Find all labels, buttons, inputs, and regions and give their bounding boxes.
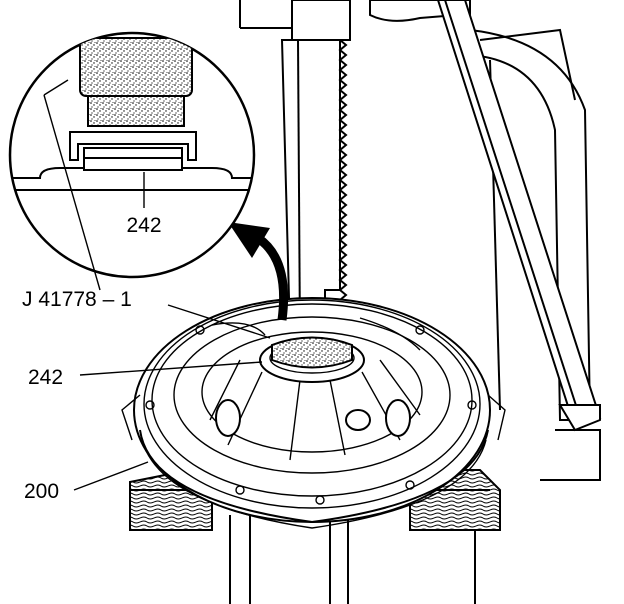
detail-label-242: 242 <box>126 214 161 237</box>
press-ram <box>280 0 351 341</box>
detail-arrow <box>228 222 289 321</box>
seal-on-pump <box>259 336 365 383</box>
seal-label-242: 242 <box>28 366 63 389</box>
pump-body <box>121 297 506 529</box>
detail-view: 242 <box>8 31 256 279</box>
press-arm <box>436 0 602 432</box>
leader-lines <box>43 79 271 491</box>
pump-label-200: 200 <box>24 480 59 503</box>
tool-label: J 41778 – 1 <box>22 288 132 311</box>
